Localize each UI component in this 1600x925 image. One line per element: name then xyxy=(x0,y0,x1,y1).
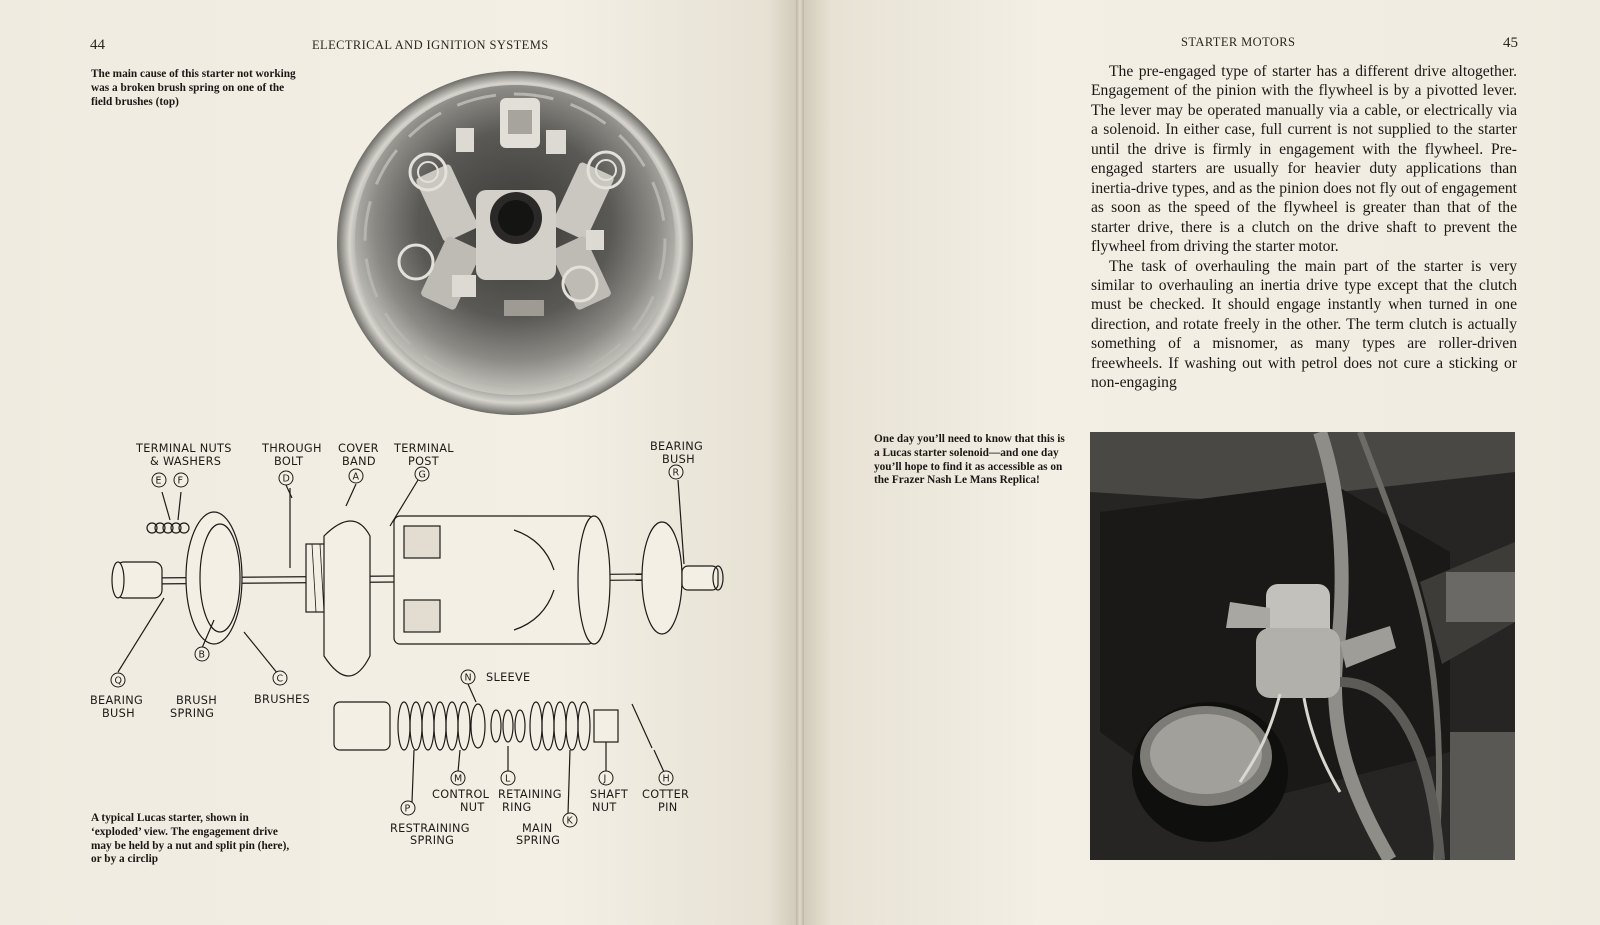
label-sleeve: SLEEVE xyxy=(486,671,530,684)
paragraph-1: The pre-engaged type of starter has a di… xyxy=(1091,63,1517,256)
label-shaft-nut: NUT xyxy=(592,801,617,814)
letter-f: F xyxy=(178,476,183,487)
letter-q: Q xyxy=(115,676,122,687)
caption-top-left: The main cause of this starter not worki… xyxy=(91,68,296,108)
label-main-spring: SPRING xyxy=(516,834,560,847)
label-bush-q: BUSH xyxy=(102,707,135,720)
label-ring: RING xyxy=(502,801,532,814)
label-restraining: RESTRAINING xyxy=(390,822,470,835)
running-head-left: ELECTRICAL AND IGNITION SYSTEMS xyxy=(312,38,549,52)
page-number-right: 45 xyxy=(1503,35,1518,51)
label-cotter: COTTER xyxy=(642,788,689,801)
caption-right: One day you’ll need to know that this is… xyxy=(874,433,1065,487)
label-post: POST xyxy=(408,455,439,468)
letter-h: H xyxy=(663,774,670,785)
label-bush-r: BUSH xyxy=(662,453,695,466)
letter-m: M xyxy=(454,774,462,785)
label-main: MAIN xyxy=(522,822,552,835)
letter-r: R xyxy=(673,468,680,479)
label-brushes: BRUSHES xyxy=(254,693,310,706)
solenoid-engine-photo xyxy=(1090,432,1515,860)
label-band: BAND xyxy=(342,455,376,468)
letter-a: A xyxy=(353,472,360,483)
starter-endplate-photo xyxy=(337,71,693,415)
label-spring: SPRING xyxy=(170,707,214,720)
letter-b: B xyxy=(199,650,206,661)
letter-e: E xyxy=(156,476,162,487)
paragraph-2: The task of overhauling the main part of… xyxy=(1091,257,1517,392)
letter-n: N xyxy=(465,673,472,684)
label-terminal: TERMINAL xyxy=(393,442,454,455)
label-brush: BRUSH xyxy=(176,694,217,707)
letter-k: K xyxy=(567,816,574,827)
label-bolt: BOLT xyxy=(274,455,303,468)
label-pin: PIN xyxy=(658,801,678,814)
letter-l: L xyxy=(505,774,511,785)
label-bearing-r: BEARING xyxy=(650,440,703,453)
label-control: CONTROL xyxy=(432,788,490,801)
letter-g: G xyxy=(419,470,426,481)
label-retaining: RETAINING xyxy=(498,788,562,801)
label-cover: COVER xyxy=(338,442,379,455)
letter-d: D xyxy=(283,474,290,485)
book-gutter xyxy=(796,0,804,925)
page-number-left: 44 xyxy=(90,37,105,53)
exploded-starter-diagram: TERMINAL NUTS & WASHERS THROUGH BOLT COV… xyxy=(90,440,724,847)
label-shaft: SHAFT xyxy=(590,788,628,801)
label-restraining-spring: SPRING xyxy=(410,834,454,847)
label-washers: & WASHERS xyxy=(150,455,221,468)
label-nut: NUT xyxy=(460,801,485,814)
label-through: THROUGH xyxy=(261,442,322,455)
letter-j: J xyxy=(603,774,607,785)
caption-bottom-left: A typical Lucas starter, shown in ‘explo… xyxy=(91,812,290,866)
letter-c: C xyxy=(277,674,284,685)
body-text: The pre-engaged type of starter has a di… xyxy=(1091,62,1517,393)
running-head-right: STARTER MOTORS xyxy=(1181,35,1296,49)
letter-p: P xyxy=(405,804,411,815)
label-bearing-q: BEARING xyxy=(90,694,143,707)
label-terminal-nuts: TERMINAL NUTS xyxy=(135,442,232,455)
